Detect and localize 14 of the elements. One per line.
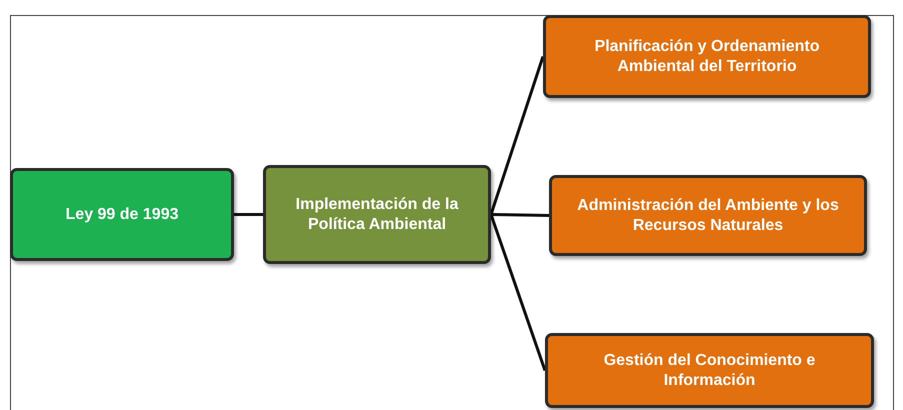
process-box	[545, 333, 874, 408]
box-label: Ley 99 de 1993	[66, 204, 178, 224]
process-box	[263, 165, 491, 264]
connector-line	[490, 56, 544, 215]
connector-line	[490, 213, 550, 217]
process-box	[543, 15, 871, 98]
process-box	[10, 168, 234, 261]
connector-line	[234, 213, 263, 216]
box-label: Planificación y Ordenamiento Ambiental del Territorio	[594, 37, 820, 76]
box-label: Administración del Ambiente y los Recursos Naturales	[576, 196, 840, 235]
box-label: Gestión del Conocimiento e Información	[602, 351, 816, 390]
box-label: Implementación de la Política Ambiental	[294, 195, 460, 234]
process-box	[549, 175, 867, 256]
connector-line	[490, 214, 546, 371]
